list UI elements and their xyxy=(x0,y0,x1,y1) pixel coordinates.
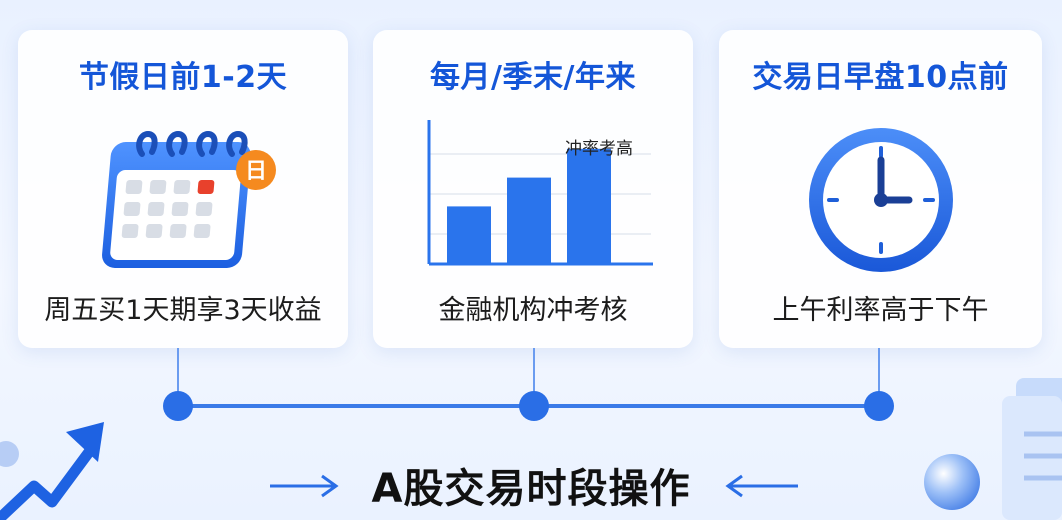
calendar-badge: 日 xyxy=(245,159,267,184)
card-subtitle: 上午利率高于下午 xyxy=(772,295,989,326)
card-month-end: 每月/季末/年来 冲率考高 金融机构冲考核 xyxy=(373,30,693,348)
card-title: 每月/季末/年来 xyxy=(430,60,636,95)
growth-arrow-icon xyxy=(0,422,104,520)
chart-bar xyxy=(567,148,611,264)
card-morning: 交易日早盘10点前 上午利率高于下午 xyxy=(719,30,1042,348)
chart-bar xyxy=(507,177,551,264)
calendar-icon: 日 xyxy=(102,130,276,268)
clock-icon xyxy=(809,128,953,272)
document-icon xyxy=(1002,378,1062,520)
footer-title: A股交易时段操作 xyxy=(371,466,691,512)
card-title: 节假日前1-2天 xyxy=(78,60,288,95)
card-subtitle: 金融机构冲考核 xyxy=(438,295,628,326)
arrow-left-icon xyxy=(725,474,798,498)
timeline-dot xyxy=(163,391,193,421)
card-holiday: 节假日前1-2天 xyxy=(18,30,348,348)
card-title: 交易日早盘10点前 xyxy=(752,60,1009,95)
chart-bar xyxy=(447,206,491,264)
bar-chart-icon: 冲率考高 xyxy=(427,120,653,266)
card-subtitle: 周五买1天期享3天收益 xyxy=(44,295,322,326)
timeline xyxy=(163,348,894,421)
chart-label: 冲率考高 xyxy=(565,139,633,159)
timeline-dot xyxy=(864,391,894,421)
sphere-decoration xyxy=(924,454,980,510)
timeline-dot xyxy=(519,391,549,421)
arrow-right-icon xyxy=(270,474,339,498)
